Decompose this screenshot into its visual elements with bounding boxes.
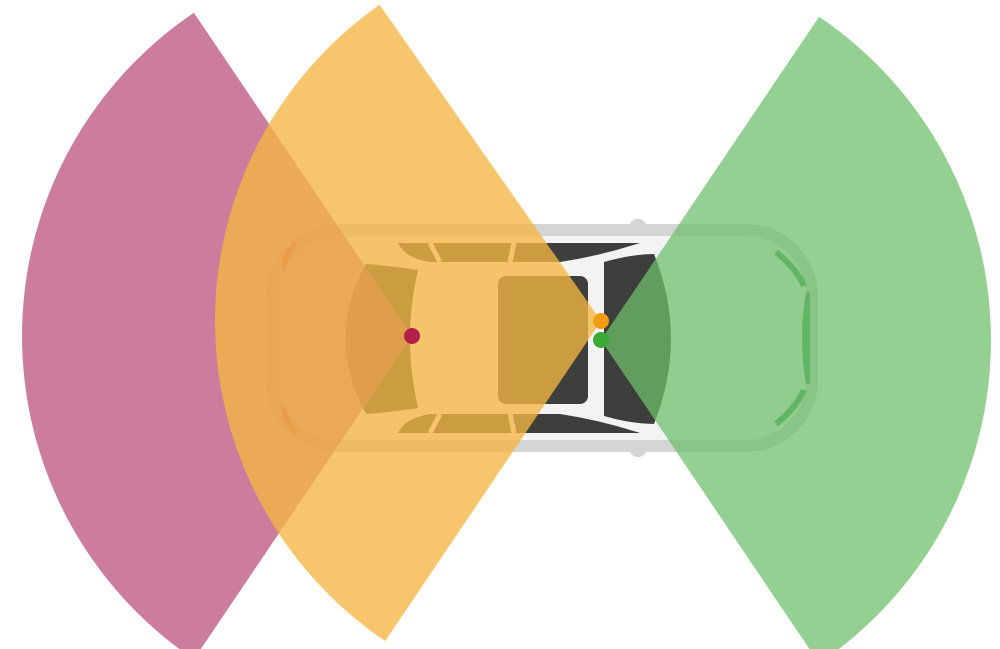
rear-sensor-dot-icon: [404, 328, 420, 344]
roof-sensor-dot-icon: [593, 313, 609, 329]
front-sensor-dot-icon: [593, 332, 609, 348]
sensors: [404, 313, 609, 348]
front-coverage-field: [601, 16, 991, 649]
roof-coverage-field: [215, 4, 601, 642]
coverage-fields: [22, 4, 991, 649]
